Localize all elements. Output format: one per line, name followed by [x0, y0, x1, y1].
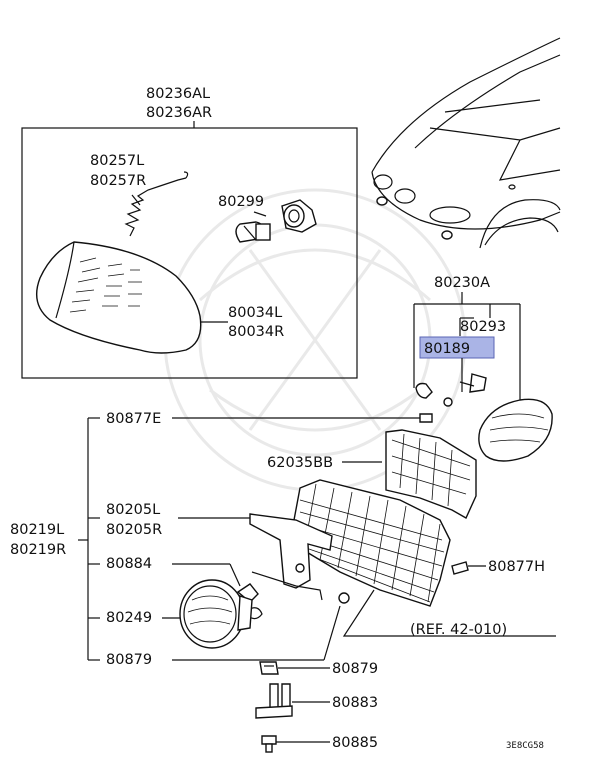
label-80236ar: 80236AR — [146, 105, 212, 121]
label-80189: 80189 — [424, 341, 470, 357]
label-80883: 80883 — [332, 695, 378, 711]
headlamp-assembly-group: 80236AL 80236AR 80257L 80257R 80299 — [21, 86, 358, 379]
screw-80877h — [451, 561, 469, 575]
bracket-80883 — [255, 683, 293, 719]
side-lamp-socket-part — [415, 373, 487, 407]
label-80257l: 80257L — [90, 153, 144, 169]
label-80249: 80249 — [106, 610, 152, 626]
label-80034r: 80034R — [228, 324, 284, 340]
label-80205r: 80205R — [106, 522, 162, 538]
corner-lamp-part — [36, 241, 228, 354]
label-80034l: 80034L — [228, 305, 282, 321]
label-80884: 80884 — [106, 556, 152, 572]
label-80219r: 80219R — [10, 542, 66, 558]
label-80205l: 80205L — [106, 502, 160, 518]
label-80230a: 80230A — [434, 275, 490, 291]
car-illustration — [371, 37, 561, 249]
label-80879-bottom: 80879 — [332, 661, 378, 677]
side-lamp-group: 80230A 80293 80189 — [413, 275, 553, 462]
label-80293: 80293 — [460, 319, 506, 335]
cover-part — [385, 429, 477, 519]
label-80877e: 80877E — [106, 411, 161, 427]
diagram-code: 3E8CG58 — [506, 741, 544, 751]
label-80219l: 80219L — [10, 522, 64, 538]
bulb-and-socket-part — [235, 199, 317, 243]
label-80257r: 80257R — [90, 173, 146, 189]
highlight-80189 — [419, 336, 495, 359]
screw-80877e — [419, 413, 433, 423]
nut-80879-left — [338, 592, 350, 604]
nut-80879-bottom — [259, 661, 279, 675]
bracket-part — [249, 513, 333, 601]
label-ref: (REF. 42-010) — [410, 622, 507, 638]
label-80877h: 80877H — [488, 559, 545, 575]
spring-part — [124, 171, 189, 237]
side-lamp-lens-part — [478, 398, 553, 462]
label-80236al: 80236AL — [146, 86, 210, 102]
fog-lamp-part — [179, 579, 253, 649]
assembly-frame — [21, 127, 358, 379]
label-62035bb: 62035BB — [267, 455, 333, 471]
label-80299: 80299 — [218, 194, 264, 210]
label-80879-left: 80879 — [106, 652, 152, 668]
grille-mesh-part — [293, 479, 556, 637]
bolt-80885 — [261, 735, 277, 753]
fog-lamp-callout-bracket — [78, 417, 100, 661]
label-80885: 80885 — [332, 735, 378, 751]
